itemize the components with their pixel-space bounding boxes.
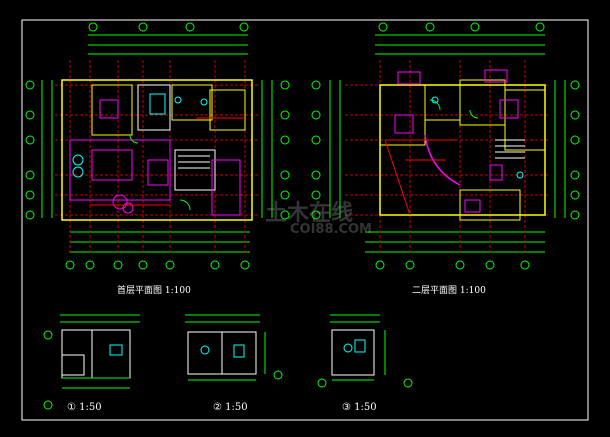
ground-floor-plan <box>25 22 290 270</box>
watermark-en: COI88.COM <box>290 222 372 237</box>
detail-1-label: ① 1:50 <box>67 402 102 413</box>
second-floor-plan-title: 二层平面图 1:100 <box>412 286 486 296</box>
detail-plan-2 <box>185 314 283 381</box>
watermark-cn: 土木在线 <box>265 201 354 226</box>
second-floor-plan <box>311 22 580 270</box>
detail-3-label: ③ 1:50 <box>342 402 377 413</box>
detail-plan-1 <box>43 314 140 410</box>
detail-2-label: ② 1:50 <box>213 402 248 413</box>
ground-floor-plan-title: 首层平面图 1:100 <box>117 286 191 296</box>
detail-plan-3 <box>317 314 413 388</box>
